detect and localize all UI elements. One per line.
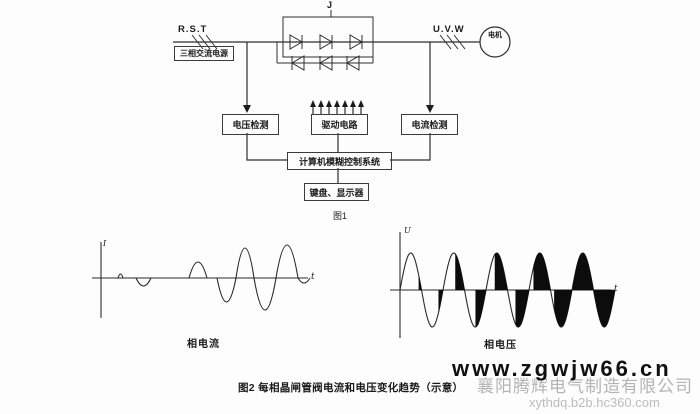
source-box: 三相交流电源: [174, 46, 234, 61]
three-phase-slashes-right: [439, 34, 466, 50]
voltage-axis-x-label: t: [614, 284, 618, 294]
current-axis-x-label: t: [311, 272, 315, 282]
j-terminal-label: J: [327, 0, 333, 10]
circuit-diagram: [173, 10, 511, 183]
voltage-axis-y-label: U: [404, 226, 411, 235]
voltage-sense-tap: [243, 42, 251, 113]
thyristor-bridge: [276, 10, 374, 71]
watermark-url: www.zgwjw66.cn: [452, 356, 672, 381]
watermark-company: 襄阳腾辉电气制造有限公司: [477, 377, 693, 396]
current-detect-box: 电流检测: [401, 114, 458, 135]
figure1-label: 图1: [333, 211, 348, 221]
current-axis-y-label: I: [103, 239, 107, 248]
uvw-label: U.V.W: [433, 24, 465, 35]
figure2-caption: 图2 每相晶闸管阀电流和电压变化趋势（示意）: [238, 382, 464, 394]
voltage-detect-box: 电压检测: [222, 114, 279, 135]
gate-signal-arrows: [310, 100, 364, 115]
rst-label: R.S.T: [178, 24, 208, 35]
fuzzy-control-box: 计算机模糊控制系统: [287, 152, 392, 170]
drive-circuit-box: 驱动电路: [311, 114, 368, 135]
motor-label: 电机: [488, 32, 502, 39]
block-connectors: [246, 133, 431, 183]
thyristor-row-bottom: [276, 42, 374, 71]
current-sense-tap: [426, 42, 434, 113]
phase-current-caption: 相电流: [187, 339, 220, 350]
keyboard-display-box: 键盘、显示器: [304, 183, 369, 201]
motor-symbol: [479, 26, 511, 58]
watermark-subdomain: xythdq.b2b.hc360.com: [529, 395, 660, 410]
thyristor-row-top: [289, 34, 363, 50]
phase-voltage-caption: 相电压: [484, 340, 517, 351]
